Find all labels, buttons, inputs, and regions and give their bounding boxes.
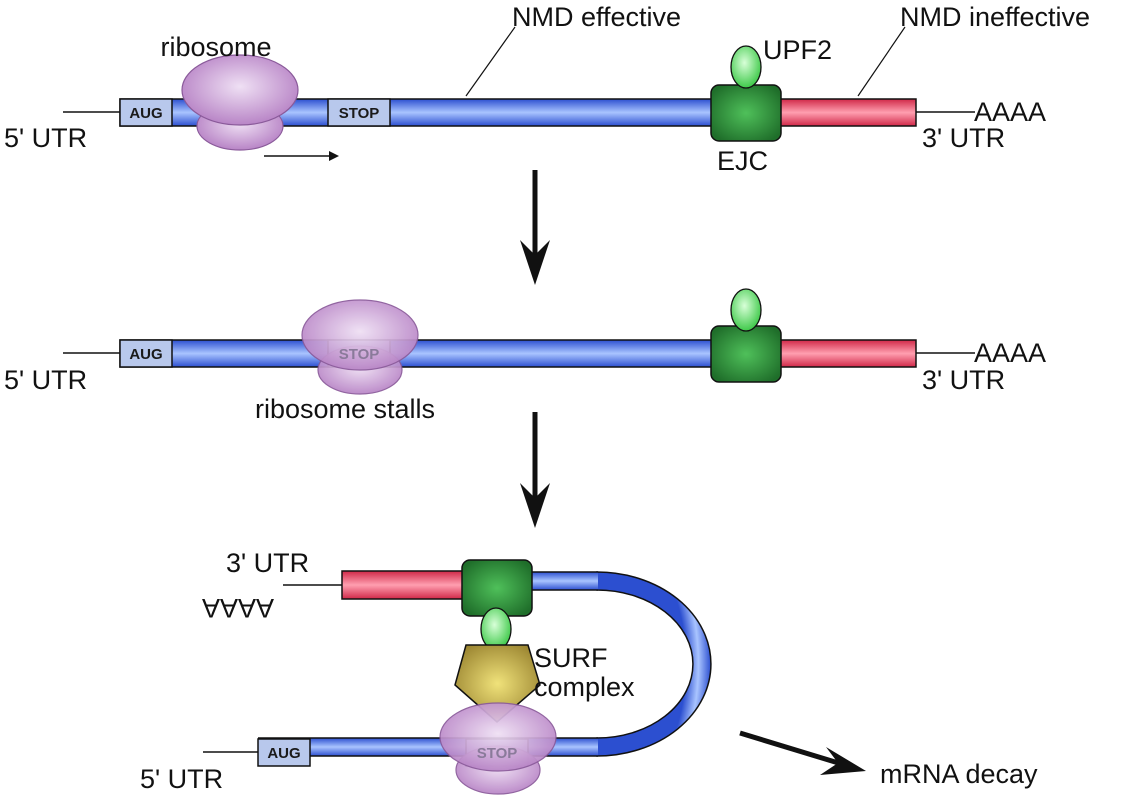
ejc-complex bbox=[710, 84, 782, 142]
ejc-complex bbox=[710, 325, 782, 383]
ribosome-large-subunit bbox=[439, 702, 557, 772]
aug-codon-box bbox=[119, 339, 173, 368]
aug-label: AUG bbox=[129, 105, 162, 122]
nmd-effective-leader bbox=[465, 26, 516, 97]
nmd-ineffective-leader bbox=[857, 26, 906, 97]
three-utr-region bbox=[777, 339, 917, 368]
stop-label-stalled: STOP bbox=[339, 346, 380, 363]
ribosome-large-subunit bbox=[301, 299, 419, 371]
step-arrow-2-head bbox=[520, 483, 550, 528]
mrna-decay-label: mRNA decay bbox=[880, 759, 1038, 789]
aug-codon-box bbox=[257, 738, 311, 767]
decay-arrow-head bbox=[820, 747, 866, 775]
surf-complex bbox=[454, 644, 541, 723]
stage-1-labels: ribosome NMD effective NMD ineffective U… bbox=[4, 2, 1090, 176]
ribosome-large-subunit bbox=[181, 54, 299, 126]
stage-3-mrna-loop: AUG STOP bbox=[203, 559, 712, 795]
ejc-label: EJC bbox=[717, 146, 768, 176]
coding-region bbox=[119, 339, 721, 368]
upf2-label: UPF2 bbox=[763, 35, 832, 65]
stop-label-stalled: STOP bbox=[477, 745, 518, 762]
step-arrow-1-head bbox=[520, 240, 550, 285]
aug-label: AUG bbox=[129, 346, 162, 363]
ribosome-label: ribosome bbox=[160, 32, 271, 62]
stage-1-mrna: AUG STOP bbox=[63, 26, 975, 161]
five-utr-label-2: 5' UTR bbox=[4, 365, 87, 395]
mrna-loop-bend bbox=[596, 571, 712, 757]
stage-3-labels: 3' UTR AAAA SURF complex 5' UTR mRNA dec… bbox=[140, 548, 1038, 794]
upf2-protein bbox=[730, 288, 762, 332]
stop-codon-box bbox=[327, 98, 391, 127]
five-utr-label-1: 5' UTR bbox=[4, 123, 87, 153]
stop-label: STOP bbox=[339, 105, 380, 122]
three-utr-region bbox=[777, 98, 917, 127]
surf-label-line1: SURF bbox=[534, 643, 608, 673]
poly-a-label-2: AAAA bbox=[974, 338, 1046, 368]
poly-a-label-1: AAAA bbox=[974, 97, 1046, 127]
ribosome-stalls-label: ribosome stalls bbox=[255, 394, 435, 424]
stage-2-labels: 5' UTR 3' UTR AAAA ribosome stalls bbox=[4, 338, 1046, 424]
three-utr-label-2: 3' UTR bbox=[922, 365, 1005, 395]
nmd-effective-label: NMD effective bbox=[512, 2, 681, 32]
upf2-protein bbox=[730, 45, 762, 89]
three-utr-label-3: 3' UTR bbox=[226, 548, 309, 578]
coding-region-top-arm bbox=[530, 572, 598, 590]
poly-a-label-3: AAAA bbox=[202, 593, 274, 623]
surf-label-line2: complex bbox=[534, 672, 635, 702]
nmd-ineffective-label: NMD ineffective bbox=[900, 2, 1090, 32]
three-utr-label-1: 3' UTR bbox=[922, 123, 1005, 153]
five-utr-label-3: 5' UTR bbox=[140, 764, 223, 794]
three-utr-region bbox=[341, 570, 468, 600]
decay-arrow-shaft bbox=[739, 730, 846, 768]
stage-2-mrna: AUG STOP bbox=[63, 288, 975, 395]
upf2-protein bbox=[480, 607, 512, 651]
aug-label: AUG bbox=[267, 745, 300, 762]
aug-codon-box bbox=[119, 98, 173, 127]
